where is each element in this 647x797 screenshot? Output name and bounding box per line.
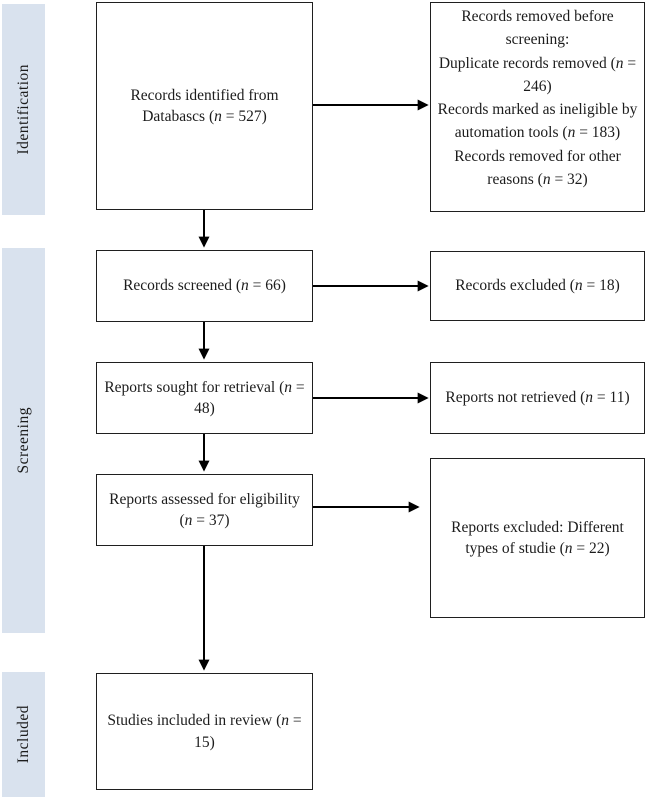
- flow-box-records-identified: Records identified from Databascs (n = 5…: [96, 2, 313, 210]
- removed-line-heading: Records removed before screening:: [461, 8, 614, 49]
- side-box-records-excluded: Records excluded (n = 18): [430, 251, 645, 321]
- removed-line-automation: Records marked as ineligible by automati…: [437, 101, 638, 142]
- side-box-reports-excluded-text: Reports excluded: Different types of stu…: [451, 518, 624, 557]
- flow-box-reports-assessed: Reports assessed for eligibility (n = 37…: [96, 474, 313, 546]
- side-box-reports-not-retrieved-text: Reports not retrieved (n = 11): [445, 389, 630, 407]
- side-box-records-excluded-text: Records excluded (n = 18): [455, 277, 620, 295]
- stage-label-included: Included: [14, 705, 32, 764]
- flow-box-studies-included: Studies included in review (n = 15): [96, 673, 313, 790]
- stage-strip-included: Included: [2, 672, 45, 797]
- flow-box-records-screened: Records screened (n = 66): [96, 250, 313, 322]
- flow-box-reports-assessed-text: Reports assessed for eligibility (n = 37…: [109, 490, 300, 529]
- side-box-records-removed: Records removed before screening: Duplic…: [430, 2, 645, 212]
- flow-box-studies-included-text: Studies included in review (n = 15): [107, 712, 302, 751]
- removed-line-other: Records removed for other reasons (n = 3…: [454, 147, 621, 188]
- side-box-reports-not-retrieved: Reports not retrieved (n = 11): [430, 362, 645, 434]
- side-box-reports-excluded: Reports excluded: Different types of stu…: [430, 458, 645, 618]
- flow-box-records-identified-text: Records identified from Databascs (n = 5…: [130, 86, 279, 125]
- removed-line-duplicates: Duplicate records removed (n = 246): [438, 54, 637, 95]
- stage-label-screening: Screening: [14, 407, 32, 474]
- stage-strip-identification: Identification: [2, 4, 45, 215]
- side-box-records-removed-lines: Records removed before screening: Duplic…: [435, 5, 640, 191]
- flow-box-reports-sought: Reports sought for retrieval (n = 48): [96, 362, 313, 434]
- stage-label-identification: Identification: [14, 64, 32, 155]
- flow-box-reports-sought-text: Reports sought for retrieval (n = 48): [104, 378, 305, 417]
- stage-strip-screening: Screening: [2, 248, 45, 633]
- flow-box-records-screened-text: Records screened (n = 66): [123, 277, 286, 295]
